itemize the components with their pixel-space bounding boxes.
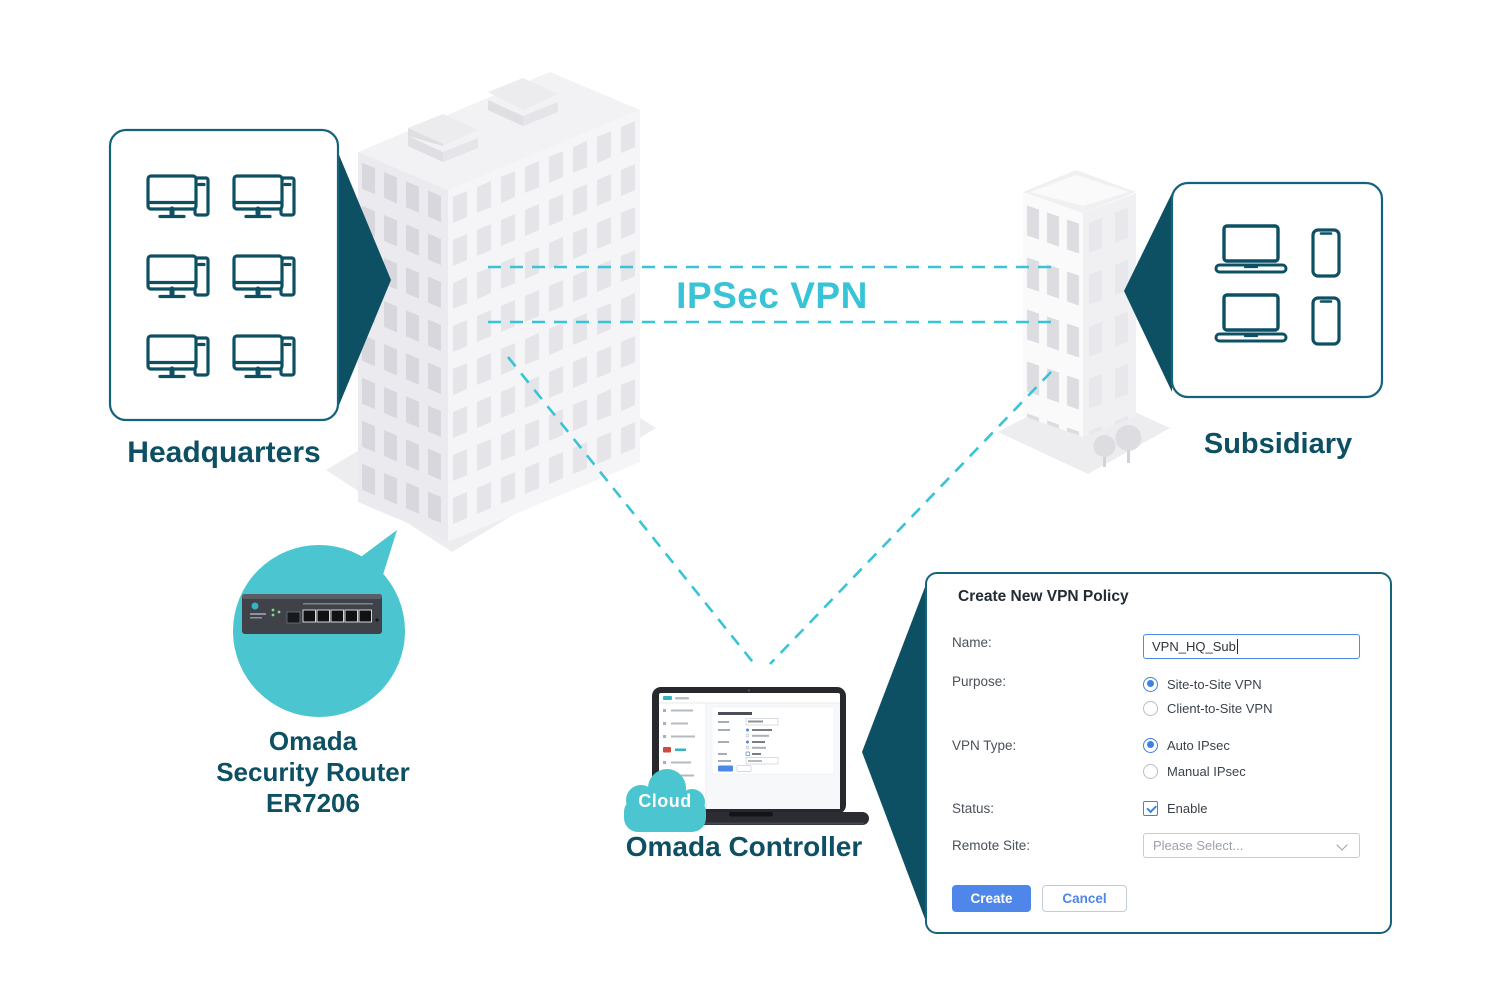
- subsidiary-callout-wedge: [1124, 193, 1172, 392]
- name-label: Name:: [952, 635, 992, 650]
- subsidiary-label: Subsidiary: [1203, 428, 1353, 460]
- checkbox-checked-icon[interactable]: [1143, 800, 1158, 816]
- headquarters-building: [358, 72, 640, 542]
- ipsec-vpn-label: IPSec VPN: [676, 275, 868, 316]
- create-vpn-policy-dialog: Create New VPN Policy Name: VPN_HQ_Sub P…: [925, 572, 1392, 934]
- status-enable-option[interactable]: Enable: [1143, 800, 1207, 816]
- radio-selected-icon[interactable]: [1143, 737, 1158, 753]
- headquarters-box: [108, 128, 340, 422]
- vpn-type-option-auto[interactable]: Auto IPsec: [1143, 737, 1230, 753]
- purpose-option-site-to-site[interactable]: Site-to-Site VPN: [1143, 676, 1262, 692]
- radio-unselected-icon[interactable]: [1143, 700, 1158, 716]
- remote-site-label: Remote Site:: [952, 838, 1031, 853]
- purpose-label: Purpose:: [952, 674, 1007, 689]
- headquarters-label: Headquarters: [127, 436, 321, 469]
- purpose-option-label: Site-to-Site VPN: [1167, 676, 1262, 692]
- remote-site-placeholder: Please Select...: [1153, 838, 1244, 853]
- status-checkbox-label: Enable: [1167, 800, 1208, 816]
- chevron-down-icon: [1336, 839, 1348, 851]
- vpn-type-option-label: Manual IPsec: [1167, 763, 1246, 779]
- router-label-line3: ER7206: [266, 788, 360, 818]
- controller-label: Omada Controller: [625, 831, 863, 862]
- subsidiary-building: [1023, 170, 1142, 467]
- vpn-dashed-links: [488, 265, 1052, 667]
- status-label: Status:: [952, 801, 995, 816]
- subsidiary-box: [1170, 181, 1384, 399]
- tree-icon: [1093, 425, 1142, 467]
- purpose-option-label: Client-to-Site VPN: [1167, 700, 1273, 716]
- router-label: Omada Security Router ER7206: [216, 726, 410, 819]
- router-label-line2: Security Router: [216, 757, 410, 787]
- cancel-button[interactable]: Cancel: [1042, 885, 1127, 912]
- remote-site-select[interactable]: Please Select...: [1143, 833, 1360, 858]
- create-button[interactable]: Create: [952, 885, 1031, 912]
- vpn-type-option-label: Auto IPsec: [1167, 737, 1230, 753]
- cloud-badge-label: Cloud: [638, 791, 692, 811]
- radio-unselected-icon[interactable]: [1143, 763, 1158, 779]
- vpn-type-option-manual[interactable]: Manual IPsec: [1143, 763, 1246, 779]
- text-caret: [1236, 639, 1239, 654]
- vpn-type-label: VPN Type:: [952, 738, 1017, 753]
- name-input[interactable]: VPN_HQ_Sub: [1143, 634, 1360, 659]
- router-bubble: [233, 530, 405, 717]
- purpose-option-client-to-site[interactable]: Client-to-Site VPN: [1143, 700, 1272, 716]
- dialog-title: Create New VPN Policy: [958, 588, 1129, 605]
- dialog-callout-wedge: [862, 587, 925, 919]
- radio-selected-icon[interactable]: [1143, 676, 1158, 692]
- headquarters-callout-wedge: [337, 150, 391, 410]
- cloud-icon: [624, 769, 706, 832]
- name-input-value: VPN_HQ_Sub: [1152, 639, 1236, 654]
- router-label-line1: Omada: [268, 726, 358, 756]
- er7206-router: [242, 594, 382, 634]
